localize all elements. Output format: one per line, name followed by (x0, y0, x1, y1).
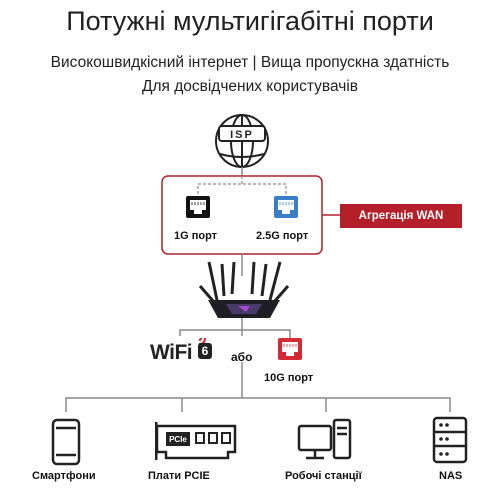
or-label: або (231, 350, 253, 364)
page-subtitle-secondary: Для досвідчених користувачів (141, 78, 359, 95)
port-2-5g-label: 2.5G порт (256, 230, 309, 242)
device-label-pcie-cards: Плати PCIE (148, 470, 210, 482)
page-subtitle: Високошвидкісний інтернет | Вища пропуск… (50, 54, 450, 71)
device-label-workstations: Робочі станції (285, 470, 362, 482)
port-2-5g-icon (274, 196, 298, 218)
wifi-logo-text: WiFi (150, 341, 193, 364)
router-icon (198, 261, 290, 318)
isp-label-box (218, 125, 266, 142)
nas-icon (432, 416, 468, 464)
device-label-smartphones: Смартфони (32, 470, 96, 482)
pcie-card-icon: PCIe (155, 422, 237, 460)
port-10g-icon (278, 338, 302, 360)
port-1g-label: 1G порт (174, 230, 218, 242)
device-label-nas: NAS (439, 470, 463, 482)
isp-label: ISP (230, 129, 254, 141)
page-title: Потужні мультигігабітні порти (66, 6, 434, 36)
workstation-icon (297, 418, 352, 460)
pcie-chip-label: PCIe (169, 435, 187, 444)
wan-aggregation-badge: Агрегація WAN (340, 204, 462, 228)
port-1g-icon (186, 196, 210, 218)
port-10g-label: 10G порт (264, 372, 314, 384)
wifi-version-badge: 6 (198, 343, 212, 359)
smartphone-icon (51, 418, 81, 466)
